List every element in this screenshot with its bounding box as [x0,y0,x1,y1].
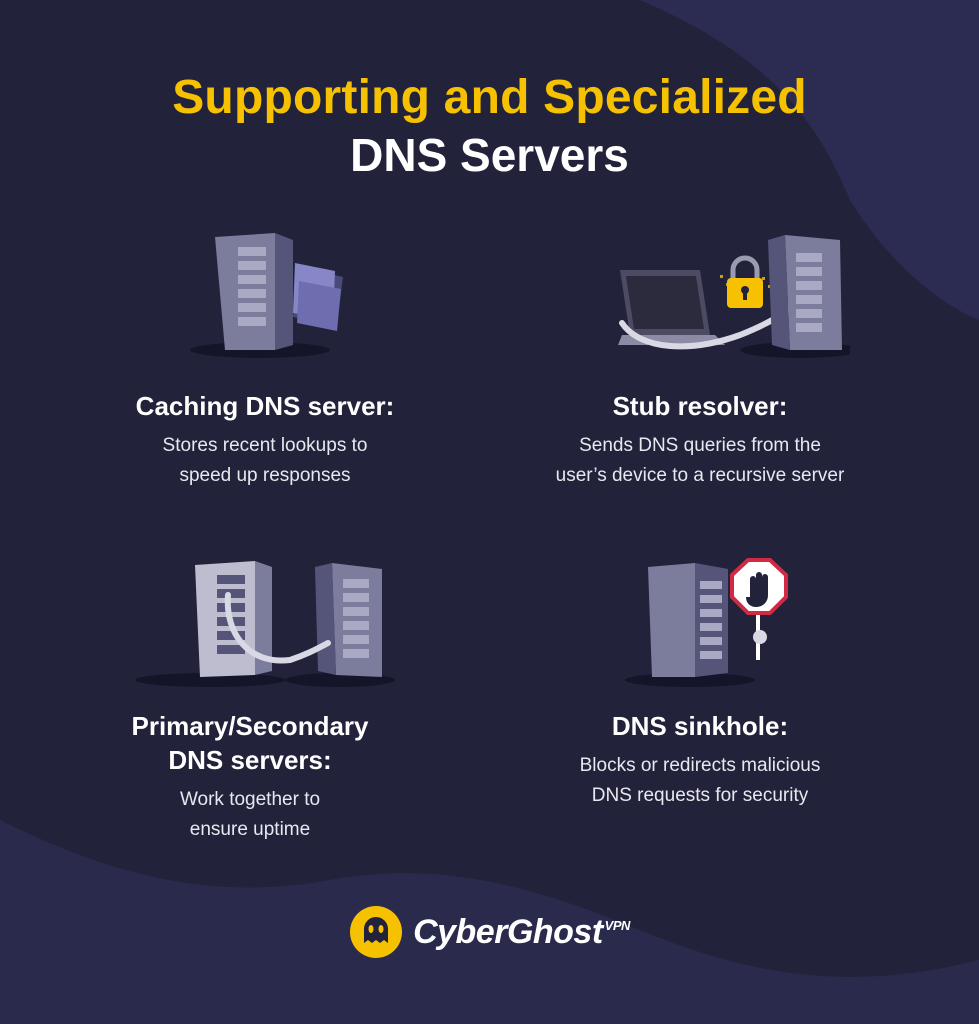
card-heading: Primary/Secondary DNS servers: [131,711,369,775]
cable-icon [224,592,331,664]
card-caching-dns-server: Caching DNS server: Stores recent lookup… [55,225,475,491]
page-title: Supporting and Specialized DNS Servers [0,70,979,184]
ghost-logo-icon [350,906,403,958]
padlock-icon [727,255,763,308]
card-dns-sinkhole: DNS sinkhole: Blocks or redirects malici… [490,555,910,811]
server-icon [768,235,842,350]
card-heading: Caching DNS server: [135,391,395,421]
title-line-1: Supporting and Specialized [172,71,807,124]
stub-resolver-illustration [618,235,850,358]
server-icon [648,563,728,677]
card-stub-resolver: Stub resolver: Sends DNS queries from th… [490,225,910,491]
card-primary-secondary-dns: Primary/Secondary DNS servers: Work toge… [40,555,460,845]
stop-hand-sign-icon [730,558,788,660]
card-description: Work together to ensure uptime [179,789,321,840]
card-description: Blocks or redirects malicious DNS reques… [579,755,821,806]
card-description: Stores recent lookups to speed up respon… [162,435,368,486]
primary-secondary-illustration [135,561,395,687]
folder-icon [293,263,343,331]
sinkhole-illustration [625,558,788,687]
card-heading: Stub resolver: [612,391,788,421]
card-heading: DNS sinkhole: [611,711,789,741]
title-line-2: DNS Servers [350,129,629,181]
server-icon [195,561,272,677]
caching-server-illustration [190,233,343,358]
server-icon [215,233,293,350]
server-icon [315,563,382,677]
card-description: Sends DNS queries from the user’s device… [555,435,845,486]
